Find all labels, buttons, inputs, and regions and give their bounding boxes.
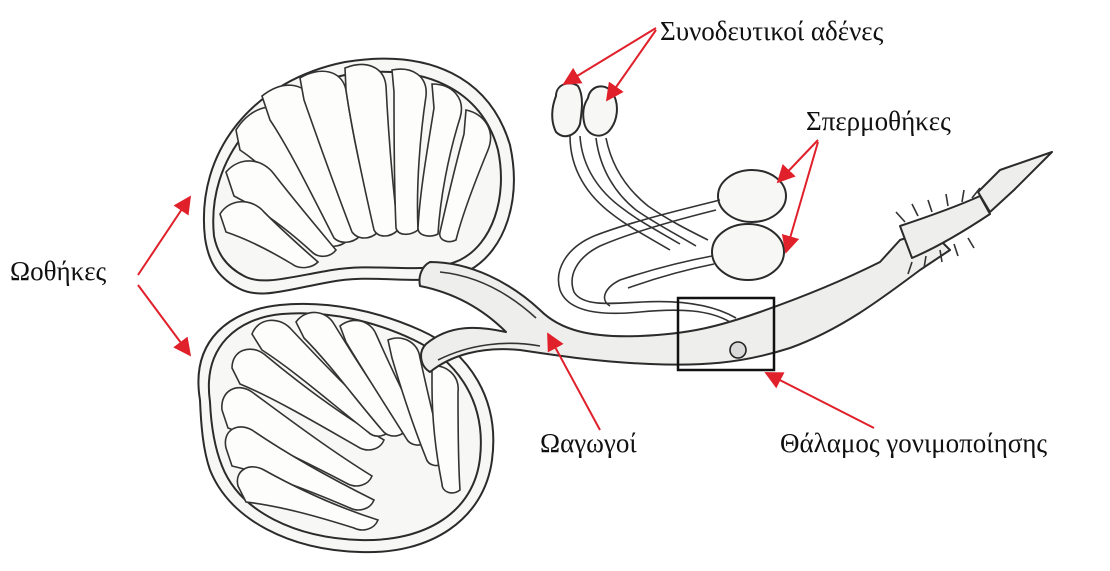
label-oviducts: Ωαγωγοί	[540, 428, 637, 458]
arrow-accessory-gland-left	[564, 28, 656, 84]
arrow-ovaries-upper	[138, 197, 190, 275]
arrow-ovaries-lower	[138, 285, 190, 355]
label-spermathecae: Σπερμοθήκες	[806, 106, 951, 136]
label-fertilization-chamber: Θάλαμος γονιμοποίησης	[780, 428, 1047, 458]
arrow-spermatheca-lower	[786, 142, 818, 252]
label-accessory-glands: Συνοδευτικοί αδένες	[660, 16, 884, 46]
label-ovaries: Ωοθήκες	[10, 256, 107, 286]
arrow-fertilization-chamber	[766, 373, 874, 428]
accessory-glands	[552, 83, 708, 250]
upper-ovary	[204, 59, 514, 294]
arrow-accessory-gland-right	[607, 30, 656, 100]
oviducts	[419, 230, 950, 372]
ovipositor-tip	[896, 152, 1052, 274]
